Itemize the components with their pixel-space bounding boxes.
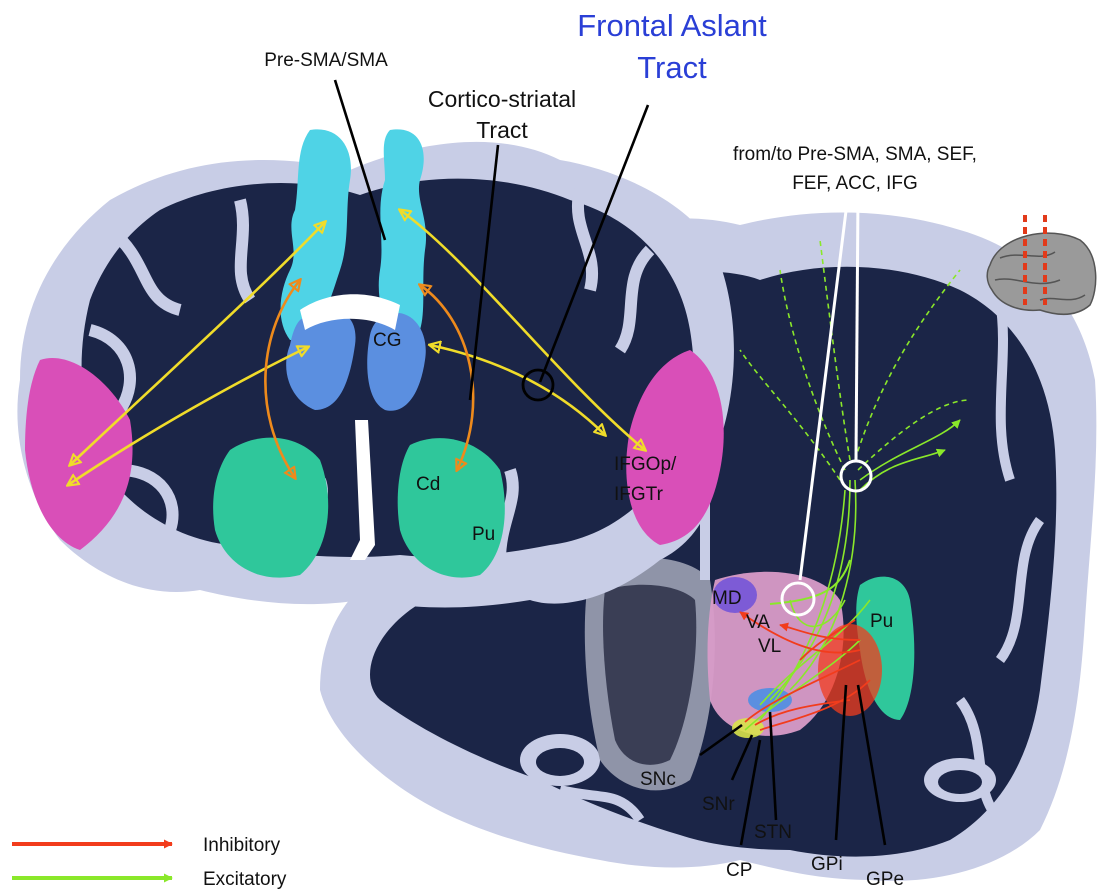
snr-label: SNr (702, 794, 735, 815)
cortico-label-line2: Tract (476, 117, 528, 143)
cortico-label-line1: Cortico-striatal (428, 86, 576, 112)
pu-right-label: Pu (870, 611, 893, 632)
legend: Inhibitory Excitatory (12, 835, 287, 890)
snc-label: SNc (640, 769, 676, 790)
ifg-label-line1: IFGOp/ (614, 454, 677, 475)
cd-label: Cd (416, 474, 440, 495)
va-label: VA (746, 612, 770, 633)
cg-label: CG (373, 330, 402, 351)
md-label: MD (712, 588, 742, 609)
from-to-line2: FEF, ACC, IFG (792, 173, 918, 194)
pu-left-label: Pu (472, 524, 495, 545)
title-line1: Frontal Aslant (577, 8, 767, 43)
cp-label: CP (726, 860, 752, 881)
right-hippocampus-inner (536, 748, 584, 776)
stn-label: STN (754, 822, 792, 843)
brain-location-icon (987, 215, 1096, 314)
gpi-label: GPi (811, 854, 843, 875)
title-line2: Tract (637, 50, 707, 85)
left-striatum (213, 438, 328, 578)
from-to-line1: from/to Pre-SMA, SMA, SEF, (733, 144, 977, 165)
pre-sma-label: Pre-SMA/SMA (264, 50, 388, 71)
gpe-label: GPe (866, 869, 904, 890)
ifg-label-line2: IFGTr (614, 484, 664, 505)
legend-inhibitory-label: Inhibitory (203, 835, 281, 856)
right-hippocampus-2-inner (938, 770, 982, 794)
vl-label: VL (758, 636, 781, 657)
left-coronal-section (17, 129, 734, 607)
legend-excitatory-label: Excitatory (203, 869, 287, 890)
